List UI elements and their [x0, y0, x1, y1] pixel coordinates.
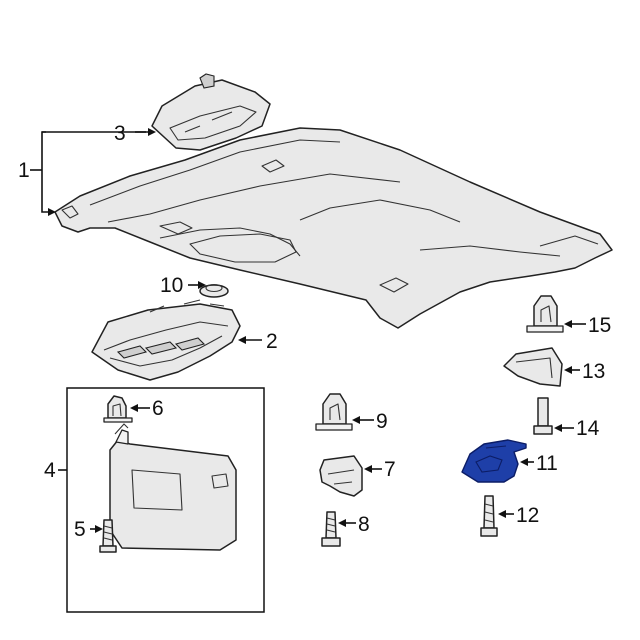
- callout-5: 5: [74, 518, 86, 541]
- grommet-part: [199, 283, 229, 298]
- callout-15: 15: [588, 314, 611, 337]
- screw-part-5: [99, 519, 117, 553]
- pin-part-14: [533, 397, 553, 435]
- headliner: [54, 127, 613, 329]
- callout-2: 2: [266, 330, 278, 353]
- callout-8: 8: [358, 513, 370, 536]
- callout-3: 3: [114, 122, 126, 145]
- callout-1: 1: [18, 159, 30, 182]
- callout-4: 4: [44, 459, 56, 482]
- highlighted-bracket-part-11: [461, 439, 527, 483]
- screw-part-12: [480, 495, 498, 537]
- screw-part-8: [321, 511, 341, 547]
- visor-clip: [103, 395, 133, 423]
- dome-lamp: [151, 73, 271, 151]
- overhead-console: [91, 299, 241, 381]
- callout-7: 7: [384, 458, 396, 481]
- callout-13: 13: [582, 360, 605, 383]
- bracket-part-7: [319, 455, 363, 497]
- callout-14: 14: [576, 417, 600, 440]
- clip-part-9: [315, 393, 353, 431]
- sunvisor-group-frame: [66, 387, 265, 613]
- bracket-part-13: [503, 347, 563, 387]
- sunvisor: [109, 423, 237, 551]
- callout-labels: 1 3 10 2 4 6 5 9 7 8 15 13 14 11 12: [18, 122, 611, 541]
- callout-12: 12: [516, 504, 539, 527]
- callout-9: 9: [376, 410, 388, 433]
- callout-6: 6: [152, 397, 164, 420]
- clip-part-15: [526, 295, 564, 333]
- callout-11: 11: [536, 452, 558, 475]
- callout-10: 10: [160, 274, 183, 297]
- leader-lines: [30, 128, 586, 533]
